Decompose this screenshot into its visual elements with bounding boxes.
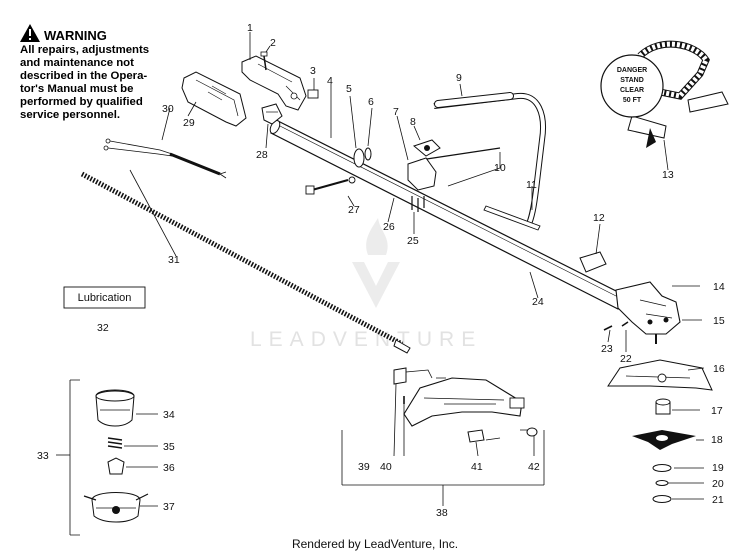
- part-switch: [307, 89, 319, 99]
- danger-sign-line: DANGER: [617, 67, 647, 74]
- callout-36: 36: [163, 462, 175, 474]
- callout-34: 34: [163, 409, 175, 421]
- lubrication-box: Lubrication: [63, 286, 146, 309]
- part-wire-harness: [103, 138, 227, 179]
- callout-41: 41: [471, 461, 483, 473]
- part-cap: [579, 251, 607, 273]
- part-bolt: [305, 176, 356, 195]
- callout-15: 15: [713, 315, 725, 327]
- callout-32: 32: [97, 322, 109, 334]
- warning-line: service personnel.: [20, 109, 120, 121]
- callout-numbers: 1 2 3 4 5 6 7 8 9 10 11 12 13 14 15 16 1…: [37, 22, 725, 519]
- callout-26: 26: [383, 221, 395, 233]
- danger-sign-line: 50 FT: [623, 97, 642, 104]
- part-rod: [483, 205, 541, 231]
- part-knob: [412, 139, 441, 157]
- warning-block: WARNING All repairs, adjustments and mai…: [20, 24, 149, 121]
- part-drive-shaft: [80, 171, 411, 354]
- lubrication-label: Lubrication: [78, 292, 132, 304]
- part-screw-small: [603, 321, 629, 331]
- part-washer: [353, 148, 365, 168]
- callout-8: 8: [410, 116, 416, 128]
- part-drive-tube: [269, 120, 627, 310]
- callout-20: 20: [712, 478, 724, 490]
- warning-line: described in the Opera-: [20, 70, 147, 82]
- warning-line: performed by qualified: [20, 96, 143, 108]
- callout-6: 6: [368, 96, 374, 108]
- callout-29: 29: [183, 117, 195, 129]
- callout-23: 23: [601, 343, 613, 355]
- callout-40: 40: [380, 461, 392, 473]
- danger-sign-line: CLEAR: [620, 87, 644, 94]
- callout-14: 14: [713, 281, 725, 293]
- watermark-text: LEADVENTURE: [250, 328, 482, 351]
- part-throttle-trigger: [261, 103, 283, 125]
- part-blade: [632, 430, 696, 450]
- danger-sign-line: STAND: [620, 77, 644, 84]
- callout-35: 35: [163, 441, 175, 453]
- callout-39: 39: [358, 461, 370, 473]
- callout-21: 21: [712, 494, 724, 506]
- part-eyelet: [107, 457, 125, 475]
- part-spring: [107, 437, 123, 449]
- callout-38: 38: [436, 507, 448, 519]
- callout-13: 13: [662, 169, 674, 181]
- part-screw: [260, 51, 268, 71]
- callout-24: 24: [532, 296, 544, 308]
- callout-25: 25: [407, 235, 419, 247]
- callout-28: 28: [256, 149, 268, 161]
- part-debris-guard: [403, 377, 525, 427]
- callout-30: 30: [162, 103, 174, 115]
- watermark-logo-icon: [352, 218, 400, 308]
- callout-9: 9: [456, 72, 462, 84]
- callout-2: 2: [270, 37, 276, 49]
- part-gear-head: [615, 281, 681, 344]
- warning-title: WARNING: [44, 28, 107, 43]
- part-washer-21: [652, 495, 672, 503]
- callout-27: 27: [348, 204, 360, 216]
- part-washer-20: [655, 480, 669, 486]
- warning-line: All repairs, adjustments: [20, 44, 149, 56]
- callout-19: 19: [712, 462, 724, 474]
- danger-sign: DANGER STAND CLEAR 50 FT: [600, 54, 664, 118]
- callout-16: 16: [713, 363, 725, 375]
- callout-33: 33: [37, 450, 49, 462]
- callout-5: 5: [346, 83, 352, 95]
- footer-credit: Rendered by LeadVenture, Inc.: [292, 537, 458, 551]
- part-clip-42: [526, 427, 538, 437]
- callout-18: 18: [711, 434, 723, 446]
- part-handle-bracket: [407, 157, 437, 212]
- part-harness-strap: [627, 40, 729, 148]
- part-clamp-41: [467, 429, 485, 443]
- callout-12: 12: [593, 212, 605, 224]
- part-clip: [364, 147, 372, 161]
- callout-10: 10: [494, 162, 506, 174]
- callout-4: 4: [327, 75, 333, 87]
- part-spool: [83, 492, 149, 523]
- callout-17: 17: [711, 405, 723, 417]
- callout-31: 31: [168, 254, 180, 266]
- callout-3: 3: [310, 65, 316, 77]
- callout-1: 1: [247, 22, 253, 34]
- part-handle-housing: [241, 55, 307, 111]
- warning-line: and maintenance not: [20, 57, 134, 69]
- callout-22: 22: [620, 353, 632, 365]
- part-nut: [655, 398, 671, 415]
- warning-triangle-icon: [20, 24, 40, 42]
- part-bracket-39: [393, 367, 407, 385]
- callout-42: 42: [528, 461, 540, 473]
- warning-line: tor's Manual must be: [20, 83, 133, 95]
- part-gear-shield: [607, 359, 713, 391]
- part-trimmer-cap: [95, 389, 135, 427]
- part-loop-handle: [419, 92, 546, 228]
- part-handle-grip: [181, 71, 247, 127]
- part-washer-19: [652, 464, 672, 472]
- leadventure-watermark: LEADVENTURE: [250, 218, 482, 351]
- callout-7: 7: [393, 106, 399, 118]
- callout-11: 11: [526, 179, 537, 191]
- leader-lines: [56, 32, 705, 536]
- callout-37: 37: [163, 501, 175, 513]
